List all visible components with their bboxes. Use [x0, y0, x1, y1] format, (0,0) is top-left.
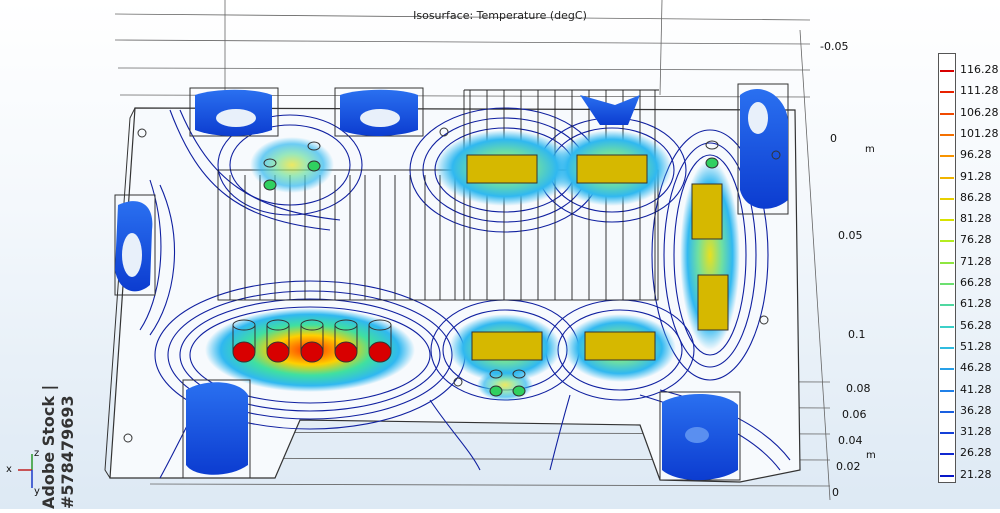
z-axis-unit: m: [866, 450, 876, 461]
legend-label: 36.28: [960, 403, 992, 417]
legend-label: 56.28: [960, 318, 992, 332]
legend-tick: [940, 261, 954, 264]
legend-tick: [940, 70, 954, 72]
legend-tick: [940, 368, 954, 371]
legend-tick: [940, 219, 954, 222]
legend-tick: [940, 133, 954, 136]
y-axis-tick: -0.05: [820, 40, 849, 53]
legend-tick: [940, 432, 954, 435]
legend-tick: [940, 112, 954, 115]
legend-tick: [940, 346, 954, 349]
color-legend: 116.28 111.28 106.28 101.28 96.28 91.28 86.28 8…: [938, 53, 1000, 483]
legend-tick: [940, 389, 954, 392]
legend-label: 106.28: [960, 105, 999, 119]
legend-label: 76.28: [960, 233, 992, 247]
legend-label: 46.28: [960, 361, 992, 375]
legend-label: 26.28: [960, 446, 992, 460]
z-axis-tick: 0.04: [838, 434, 863, 447]
legend-label: 86.28: [960, 190, 992, 204]
legend-label: 71.28: [960, 254, 992, 268]
triad-y-label: y: [34, 486, 40, 497]
legend-tick: [940, 176, 954, 179]
capacitors-small: [263, 140, 719, 397]
legend-label: 66.28: [960, 276, 992, 289]
legend-tick: [940, 304, 954, 307]
legend-label: 51.28: [960, 339, 992, 353]
legend-label: 101.28: [960, 126, 999, 140]
ic-chips: [466, 154, 729, 361]
legend-tick: [940, 410, 954, 413]
plot-title: Isosurface: Temperature (degC): [413, 9, 587, 22]
y-axis-tick: 0: [830, 132, 837, 145]
capacitors-hot: [232, 319, 392, 363]
legend-tick: [940, 453, 954, 456]
y-axis-unit: m: [865, 144, 875, 155]
z-axis-tick: 0.06: [842, 408, 867, 421]
legend-label: 31.28: [960, 425, 992, 439]
legend-tick: [940, 240, 954, 243]
triad-x-label: x: [6, 464, 12, 475]
y-axis-tick: 0.05: [838, 229, 863, 242]
legend-tick: [940, 283, 954, 285]
legend-color-bar: [938, 53, 956, 483]
axis-triad[interactable]: z x y: [4, 448, 44, 503]
cool-isosurfaces: [114, 83, 789, 481]
z-axis-tick: 0: [832, 486, 839, 499]
legend-tick: [940, 197, 954, 200]
legend-tick: [940, 155, 954, 158]
legend-tick: [940, 91, 954, 94]
y-axis-tick: 0.1: [848, 328, 866, 341]
legend-label: 91.28: [960, 169, 992, 183]
legend-label: 96.28: [960, 148, 992, 162]
legend-tick: [940, 474, 954, 477]
z-axis-tick: 0.02: [836, 460, 861, 473]
legend-label: 61.28: [960, 297, 992, 311]
watermark-text: Adobe Stock | #578479693: [39, 384, 77, 509]
z-axis-tick: 0.08: [846, 382, 871, 395]
legend-label: 116.28: [960, 63, 999, 76]
legend-tick: [940, 325, 954, 328]
legend-label: 81.28: [960, 212, 992, 226]
legend-label: 21.28: [960, 467, 992, 481]
triad-arrows-icon: [18, 454, 33, 488]
triad-z-label: z: [34, 448, 40, 459]
mounting-holes: [123, 127, 781, 443]
legend-label: 41.28: [960, 382, 992, 396]
legend-label: 111.28: [960, 84, 999, 98]
